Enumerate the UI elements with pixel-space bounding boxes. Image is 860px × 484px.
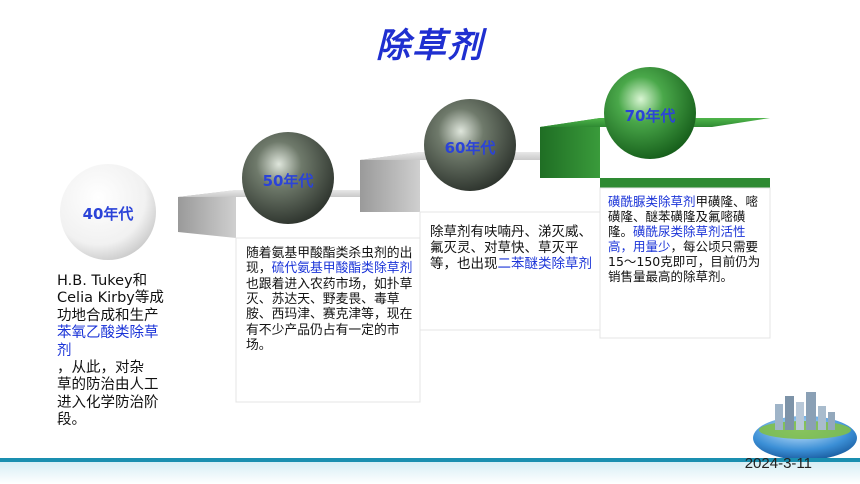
body-text: 除草剂有呋喃丹、涕灭威、氟灭灵、对草快、草灭平等，也出现 — [430, 224, 592, 273]
era-description-70s: 磺酰脲类除草剂甲磺隆、嘧磺隆、醚苯磺隆及氟嘧磺隆。磺酰尿类除草剂活性高，用量少，… — [608, 194, 766, 284]
highlight-text: 苯氧乙酸类除草 — [57, 325, 159, 342]
era-description-60s: 除草剂有呋喃丹、涕灭威、氟灭灵、对草快、草灭平等，也出现二苯醚类除草剂 — [430, 224, 592, 273]
body-text: 段。 — [57, 412, 86, 429]
era-description-50s: 随着氨基甲酸酯类杀虫剂的出现，硫代氨基甲酸酯类除草剂也跟着进入农药市场，如扑草灭… — [246, 246, 414, 353]
era-label-60s: 60年代 — [444, 139, 496, 157]
slide-title: 除草剂 — [376, 26, 484, 66]
era-label-70s: 70年代 — [624, 107, 676, 125]
highlight-text: 二苯醚类除草剂 — [497, 256, 593, 273]
highlight-text: 剂 — [57, 342, 72, 359]
body-text: ，每公顷只需要15～150克即可，目前仍为销售量最高的除草剂。 — [608, 239, 761, 284]
body-text: H.B. Tukey和 — [57, 273, 148, 289]
body-text: 草的防治由人工 — [57, 377, 159, 394]
body-text: 随着氨基甲酸酯类杀虫剂的出现， — [246, 246, 413, 277]
footer-band — [0, 462, 860, 484]
body-text: 进入化学防治阶 — [57, 394, 159, 411]
body-text: ，从此，对杂 — [57, 359, 144, 376]
body-text: Celia Kirby等成 — [57, 290, 164, 307]
era-label-40s: 40年代 — [82, 205, 134, 223]
highlight-text: 硫代氨基甲酸酯类除草剂 — [271, 261, 413, 277]
body-text: 也跟着进入农药市场，如扑草灭、苏达天、野麦畏、毒草胺、西玛津、赛克津等，现在有不… — [246, 276, 413, 354]
era-label-50s: 50年代 — [262, 172, 314, 190]
body-text: 甲磺隆、嘧磺隆、醚苯磺隆及氟嘧磺隆。 — [608, 194, 759, 239]
highlight-text: 磺酰尿类除草剂活性高，用量少 — [608, 224, 746, 254]
globe-city-icon — [753, 392, 857, 460]
slide-date: 2024-3-11 — [744, 455, 812, 472]
footer-divider — [0, 458, 860, 462]
body-text: 功地合成和生产 — [57, 307, 159, 324]
highlight-text: 磺酰脲类除草剂 — [608, 194, 696, 209]
